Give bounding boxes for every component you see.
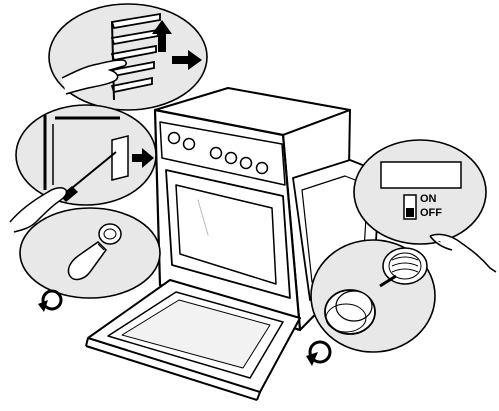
- rail: [110, 12, 161, 30]
- glass-reflection: [197, 199, 209, 236]
- switch-off-label: OFF: [420, 207, 442, 219]
- hand-icon: [429, 233, 497, 273]
- right-arrow-icon: [132, 148, 154, 168]
- screwdriver-handle: [60, 186, 78, 202]
- hand-icon: [9, 187, 68, 233]
- control-panel: [159, 121, 286, 186]
- door-frame: [43, 115, 120, 190]
- light-bulb-icon: [67, 241, 107, 281]
- lamp-socket-thread: [388, 252, 422, 280]
- door-glass: [121, 299, 271, 369]
- knob: [182, 137, 196, 151]
- control-knobs: [167, 131, 269, 175]
- inset-power-switch: ON OFF: [353, 139, 497, 273]
- bulb-thread: [97, 243, 105, 251]
- hand-icon: [61, 59, 127, 95]
- knob: [224, 151, 238, 165]
- oven-door-open: [85, 279, 301, 401]
- knob: [239, 156, 253, 170]
- inset-bulb: [19, 207, 161, 312]
- switch-on-label: ON: [420, 193, 437, 205]
- bulb-stem: [379, 274, 397, 288]
- rotate-icon: [38, 289, 63, 312]
- inset-screwdriver: [9, 104, 157, 233]
- door-edge: [85, 345, 258, 401]
- knob: [255, 161, 269, 175]
- thread-lines: [391, 256, 419, 273]
- screwdriver-icon: [71, 151, 117, 189]
- glass-cover-ring: [335, 290, 373, 322]
- switch-panel: [380, 161, 462, 189]
- right-arrow-icon: [172, 50, 202, 70]
- shelf-rails: [110, 12, 161, 101]
- knob: [167, 131, 181, 145]
- bulb-socket-inner: [103, 228, 117, 240]
- door-edge: [85, 337, 89, 347]
- inset-lamp-cover: [306, 239, 436, 366]
- door-edge: [256, 391, 261, 401]
- inset-rack-removal: [48, 3, 208, 111]
- inset-circle: [15, 104, 157, 206]
- catch-plate: [111, 135, 129, 181]
- knob: [209, 146, 223, 160]
- rotate-icon: [306, 340, 332, 366]
- inset-circle: [353, 139, 487, 245]
- switch-toggle: [406, 208, 414, 217]
- glass-cover-ring: [325, 303, 367, 333]
- up-arrow-icon: [152, 20, 172, 52]
